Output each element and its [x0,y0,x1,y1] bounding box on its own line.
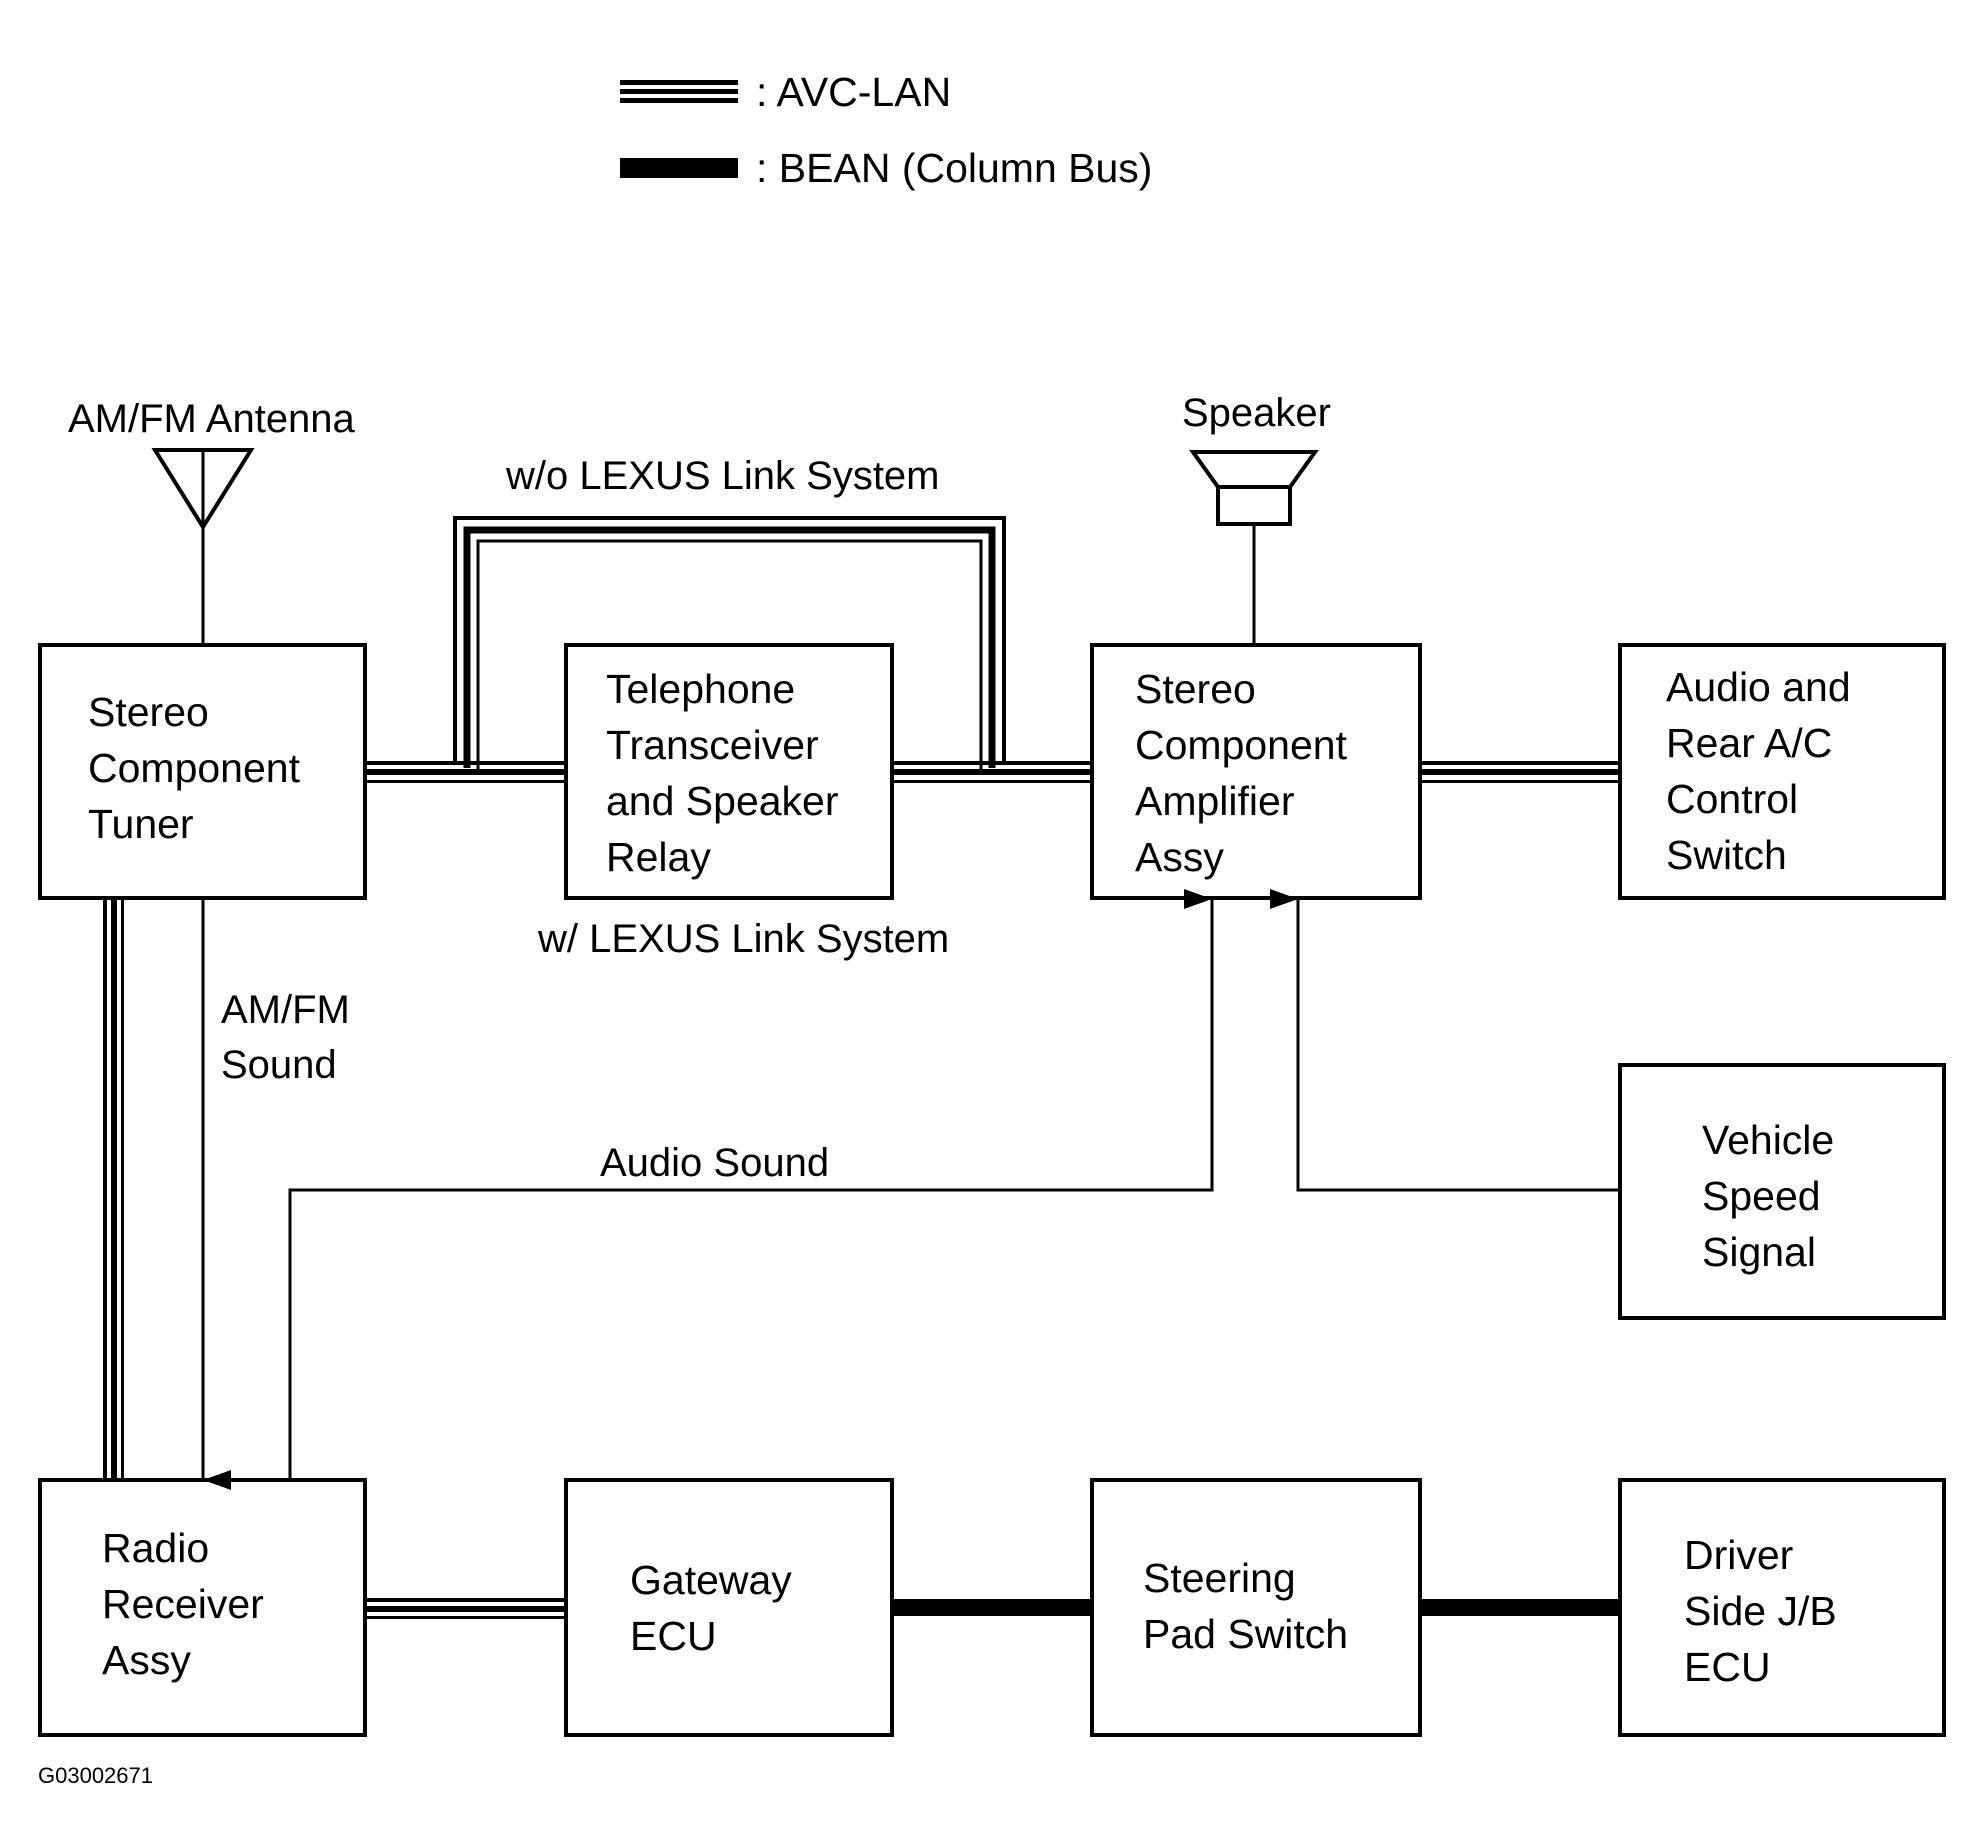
audio-rear-line: Switch [1666,832,1787,878]
amplifier-line: Assy [1135,834,1224,880]
speaker-icon [1189,450,1319,645]
stereo-tuner-text: Stereo Component Tuner [88,684,300,852]
gateway-line: Gateway [630,1557,792,1603]
box-amplifier [1090,643,1422,900]
steering-pad-line: Pad Switch [1143,1611,1349,1657]
driver-side-line: ECU [1684,1644,1771,1690]
gateway-line: ECU [630,1613,717,1659]
telephone-line: Relay [606,834,711,880]
avc-lan-bypass-loop [453,516,1006,772]
box-radio-receiver [38,1478,367,1737]
box-driver-side [1618,1478,1946,1737]
audio-sound-label: Audio Sound [600,1141,830,1185]
legend-bean-label: : BEAN (Column Bus) [756,145,1153,191]
speaker-label: Speaker [1182,391,1331,435]
audio-rear-text: Audio and Rear A/C Control Switch [1666,659,1851,883]
amplifier-line: Component [1135,722,1347,768]
box-audio-rear [1618,643,1946,900]
audio-rear-line: Control [1666,776,1799,822]
gateway-text: Gateway ECU [630,1552,792,1664]
legend-avc-lan-symbol [620,80,738,103]
am-fm-antenna-label: AM/FM Antenna [68,397,355,441]
avc-lan-amplifier-audio [1420,761,1620,783]
wo-lexus-link-label: w/o LEXUS Link System [506,454,940,498]
antenna-icon [151,448,255,645]
telephone-line: and Speaker [606,778,839,824]
telephone-line: Transceiver [606,722,819,768]
steering-pad-line: Steering [1143,1555,1296,1601]
vehicle-speed-line [1270,889,1620,1192]
avc-lan-radio-gateway [365,1598,566,1619]
am-fm-sound-label-line1: AM/FM [221,988,350,1032]
audio-rear-line: Rear A/C [1666,720,1833,766]
telephone-line: Telephone [606,666,796,712]
stereo-tuner-line: Component [88,745,300,791]
audio-rear-line: Audio and [1666,664,1851,710]
box-telephone [564,643,894,900]
stereo-tuner-line: Stereo [88,689,209,735]
radio-receiver-line: Radio [102,1525,210,1571]
legend-bean-symbol [620,158,738,178]
telephone-text: Telephone Transceiver and Speaker Relay [606,661,839,885]
amplifier-text: Stereo Component Amplifier Assy [1135,661,1347,885]
w-lexus-link-label: w/ LEXUS Link System [538,917,950,961]
driver-side-text: Driver Side J/B ECU [1684,1527,1837,1695]
box-gateway [564,1478,894,1737]
vehicle-speed-line: Speed [1702,1173,1821,1219]
driver-side-line: Side J/B [1684,1588,1837,1634]
stereo-tuner-line: Tuner [88,801,194,847]
bean-gateway-steering [892,1599,1092,1616]
driver-side-line: Driver [1684,1532,1794,1578]
box-vehicle-speed [1618,1063,1946,1320]
audio-sound-line [288,889,1214,1480]
radio-receiver-line: Assy [102,1637,191,1683]
am-fm-sound-label-line2: Sound [221,1043,337,1087]
amplifier-line: Amplifier [1135,778,1295,824]
amplifier-line: Stereo [1135,666,1256,712]
radio-receiver-line: Receiver [102,1581,264,1627]
radio-receiver-text: Radio Receiver Assy [102,1520,264,1688]
legend-avc-lan-label: : AVC-LAN [756,69,952,115]
box-stereo-tuner [38,643,367,900]
figure-code: G03002671 [38,1763,153,1788]
avc-lan-tuner-radio [103,898,124,1480]
vehicle-speed-line: Vehicle [1702,1117,1835,1163]
steering-pad-text: Steering Pad Switch [1143,1550,1348,1662]
vehicle-speed-text: Vehicle Speed Signal [1702,1112,1834,1280]
bean-steering-driver [1420,1599,1620,1616]
vehicle-speed-line: Signal [1702,1229,1816,1275]
box-steering-pad [1090,1478,1422,1737]
